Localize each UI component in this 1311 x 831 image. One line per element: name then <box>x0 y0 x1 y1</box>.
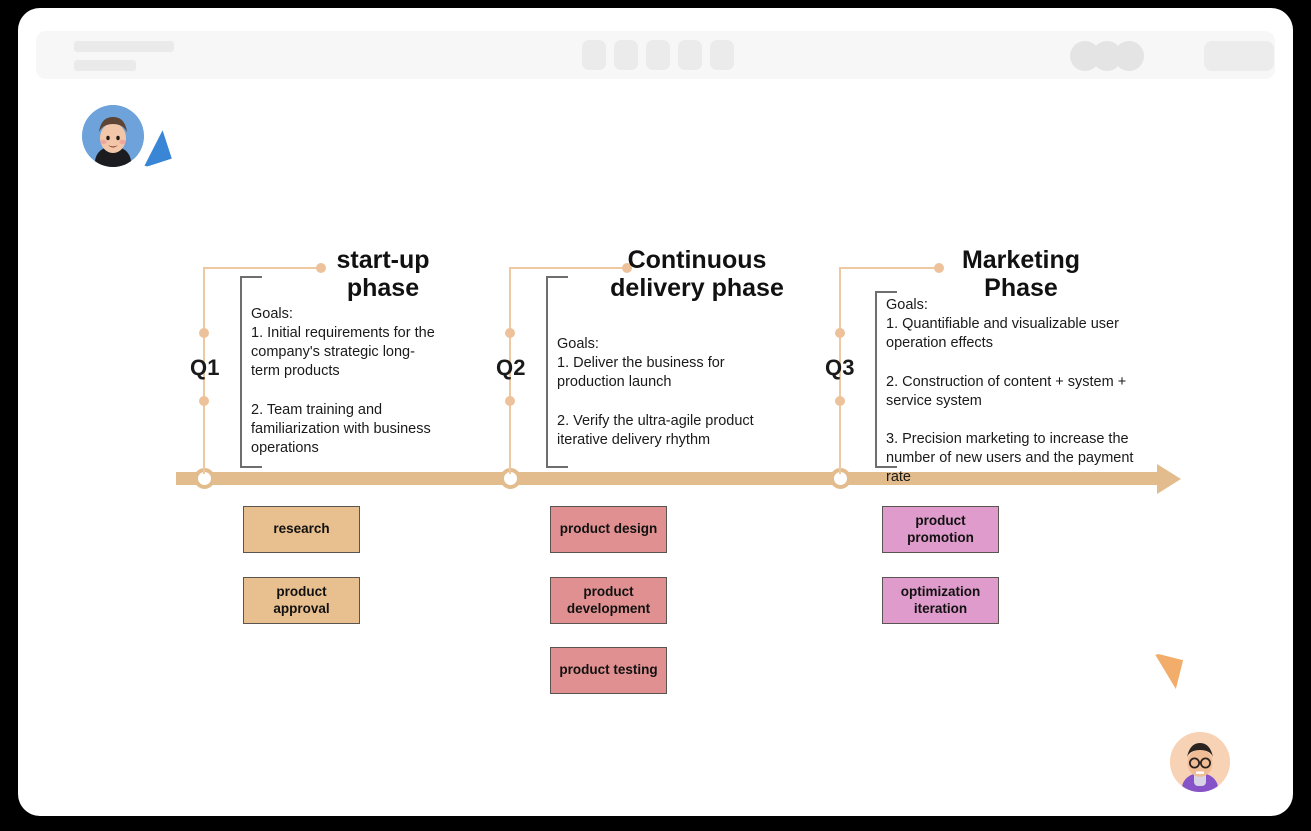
collaborator-avatar-group[interactable] <box>1070 41 1144 71</box>
connector-dot-q1-low <box>199 396 209 406</box>
connector-vertical-upper-q2 <box>509 268 511 334</box>
phase-goals-q2: Goals: 1. Deliver the business for produ… <box>557 336 754 448</box>
connector-dot-q3-mid <box>835 328 845 338</box>
share-button-placeholder[interactable] <box>1204 41 1274 71</box>
bracket-q1 <box>240 276 262 468</box>
phase-title-q3: Marketing Phase <box>961 246 1081 302</box>
toolbar-tool-3[interactable] <box>646 40 670 70</box>
timeline-marker-q3: Q3 <box>825 355 855 380</box>
toolbar-tool-2[interactable] <box>614 40 638 70</box>
connector-dot-q3-low <box>835 396 845 406</box>
collaborator-avatar-3[interactable] <box>1114 41 1144 71</box>
toolbar-subtitle-placeholder <box>74 60 136 71</box>
timeline-marker-q1: Q1 <box>190 355 220 380</box>
avatar-face-icon <box>82 105 144 167</box>
app-card: Q1 start-up phase Goals: 1. Initial requ… <box>18 8 1293 816</box>
task-box[interactable]: product approval <box>243 577 360 624</box>
toolbar-tool-5[interactable] <box>710 40 734 70</box>
connector-dot-q3-title <box>934 263 944 273</box>
toolbar-tool-group[interactable] <box>582 40 734 70</box>
phase-title-q1: start-up phase <box>336 246 430 302</box>
connector-horizontal-q2 <box>509 267 627 269</box>
toolbar-tool-4[interactable] <box>678 40 702 70</box>
avatar-face-icon <box>1170 732 1230 792</box>
connector-dot-q1-mid <box>199 328 209 338</box>
timeline-marker-q2: Q2 <box>496 355 526 380</box>
avatar <box>82 105 144 167</box>
connector-dot-q1-title <box>316 263 326 273</box>
app-toolbar <box>36 31 1275 79</box>
toolbar-tool-1[interactable] <box>582 40 606 70</box>
phase-title-q2: Continuous delivery phase <box>610 246 784 302</box>
bracket-q3 <box>875 291 897 468</box>
connector-dot-q2-title <box>622 263 632 273</box>
connector-dot-q2-mid <box>505 328 515 338</box>
timeline-arrow-icon <box>1157 464 1181 494</box>
bracket-q2 <box>546 276 568 468</box>
connector-vertical-upper-q3 <box>839 268 841 334</box>
avatar <box>1170 732 1230 792</box>
connector-dot-q2-low <box>505 396 515 406</box>
task-box[interactable]: optimization iteration <box>882 577 999 624</box>
connector-vertical-upper-q1 <box>203 268 205 334</box>
toolbar-title-placeholder <box>74 41 174 52</box>
task-box[interactable]: product testing <box>550 647 667 694</box>
task-box[interactable]: research <box>243 506 360 553</box>
connector-horizontal-q3 <box>839 267 939 269</box>
task-box[interactable]: product development <box>550 577 667 624</box>
task-box[interactable]: product design <box>550 506 667 553</box>
connector-horizontal-q1 <box>203 267 321 269</box>
phase-goals-q1: Goals: 1. Initial requirements for the c… <box>251 306 435 456</box>
timeline-axis <box>176 472 1161 485</box>
task-box[interactable]: product promotion <box>882 506 999 553</box>
phase-goals-q3: Goals: 1. Quantifiable and visualizable … <box>886 297 1134 486</box>
cursor-pointer-orange-icon <box>1146 652 1184 690</box>
